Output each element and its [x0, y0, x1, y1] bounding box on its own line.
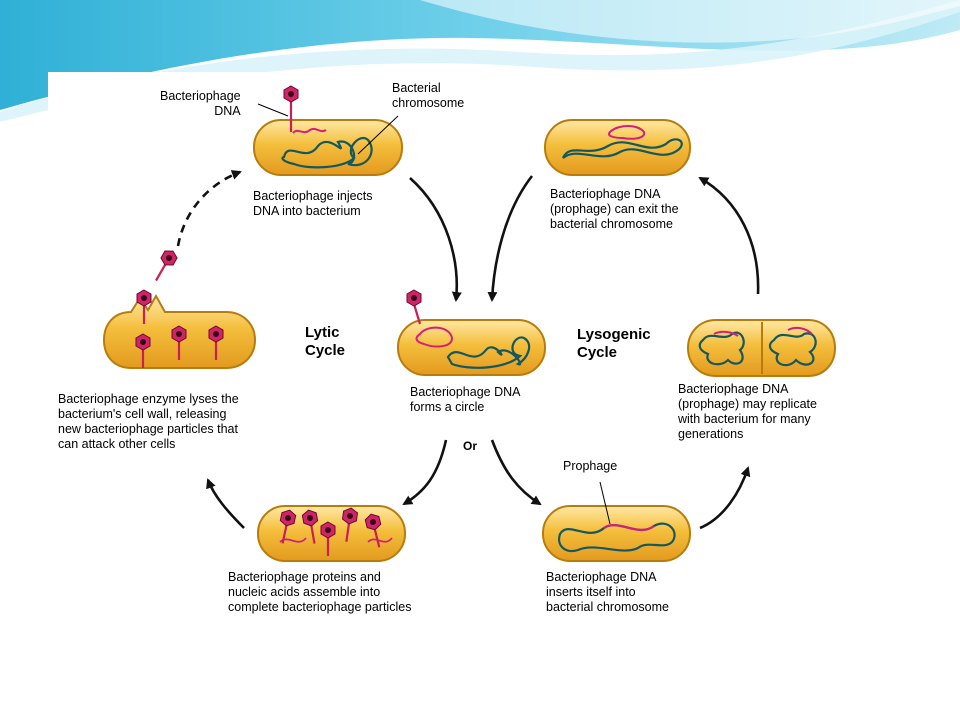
- caption-lyse: Bacteriophage enzyme lyses the bacterium…: [58, 392, 239, 451]
- bacterium-cell-dividing: [686, 319, 837, 377]
- caption-inject: Bacteriophage injects DNA into bacterium: [253, 189, 373, 218]
- arrow-circle-to-insert: [490, 439, 542, 506]
- lytic-cycle-label: Lytic Cycle: [305, 324, 346, 359]
- arrow-insert-to-replicate: [699, 466, 751, 530]
- arrow-replicate-to-exit: [698, 176, 760, 295]
- callout-line-chromosome: [357, 115, 399, 155]
- or-label: Or: [463, 439, 478, 453]
- callout-prophage: Prophage: [563, 459, 618, 473]
- arrow-inject-to-circle: [409, 177, 462, 302]
- phage-outside-center: [406, 289, 422, 325]
- phage-injecting: [283, 85, 299, 132]
- callout-line-prophage: [599, 481, 611, 525]
- diagram-artwork: [102, 85, 837, 562]
- arrow-assemble-to-lyse: [206, 478, 245, 529]
- bacterium-cell-insert: [542, 505, 691, 562]
- caption-assemble: Bacteriophage proteins and nucleic acids…: [228, 570, 412, 614]
- arrow-lyse-to-inject: [176, 170, 242, 247]
- lysogenic-cycle-label: Lysogenic Cycle: [577, 326, 651, 361]
- lifecycle-diagram: Bacteriophage DNA Bacterial chromosome B…: [48, 72, 879, 640]
- callout-line-phage-dna: [257, 103, 289, 117]
- caption-exit: Bacteriophage DNA (prophage) can exit th…: [550, 187, 679, 231]
- caption-insert: Bacteriophage DNA inserts itself into ba…: [546, 570, 669, 614]
- arrow-exit-to-circle: [487, 175, 534, 302]
- bacterium-cell-circle: [397, 319, 546, 376]
- arrow-circle-to-assemble: [402, 439, 448, 506]
- bacterium-cell-inject: [253, 119, 403, 176]
- caption-replicate: Bacteriophage DNA (prophage) may replica…: [678, 382, 817, 441]
- callout-phage-dna: Bacteriophage DNA: [160, 89, 241, 118]
- bacterium-cell-exit: [544, 119, 691, 176]
- caption-circle: Bacteriophage DNA forms a circle: [410, 385, 521, 414]
- callout-bacterial-chromosome: Bacterial chromosome: [392, 81, 465, 110]
- cycle-arrows: [176, 170, 760, 530]
